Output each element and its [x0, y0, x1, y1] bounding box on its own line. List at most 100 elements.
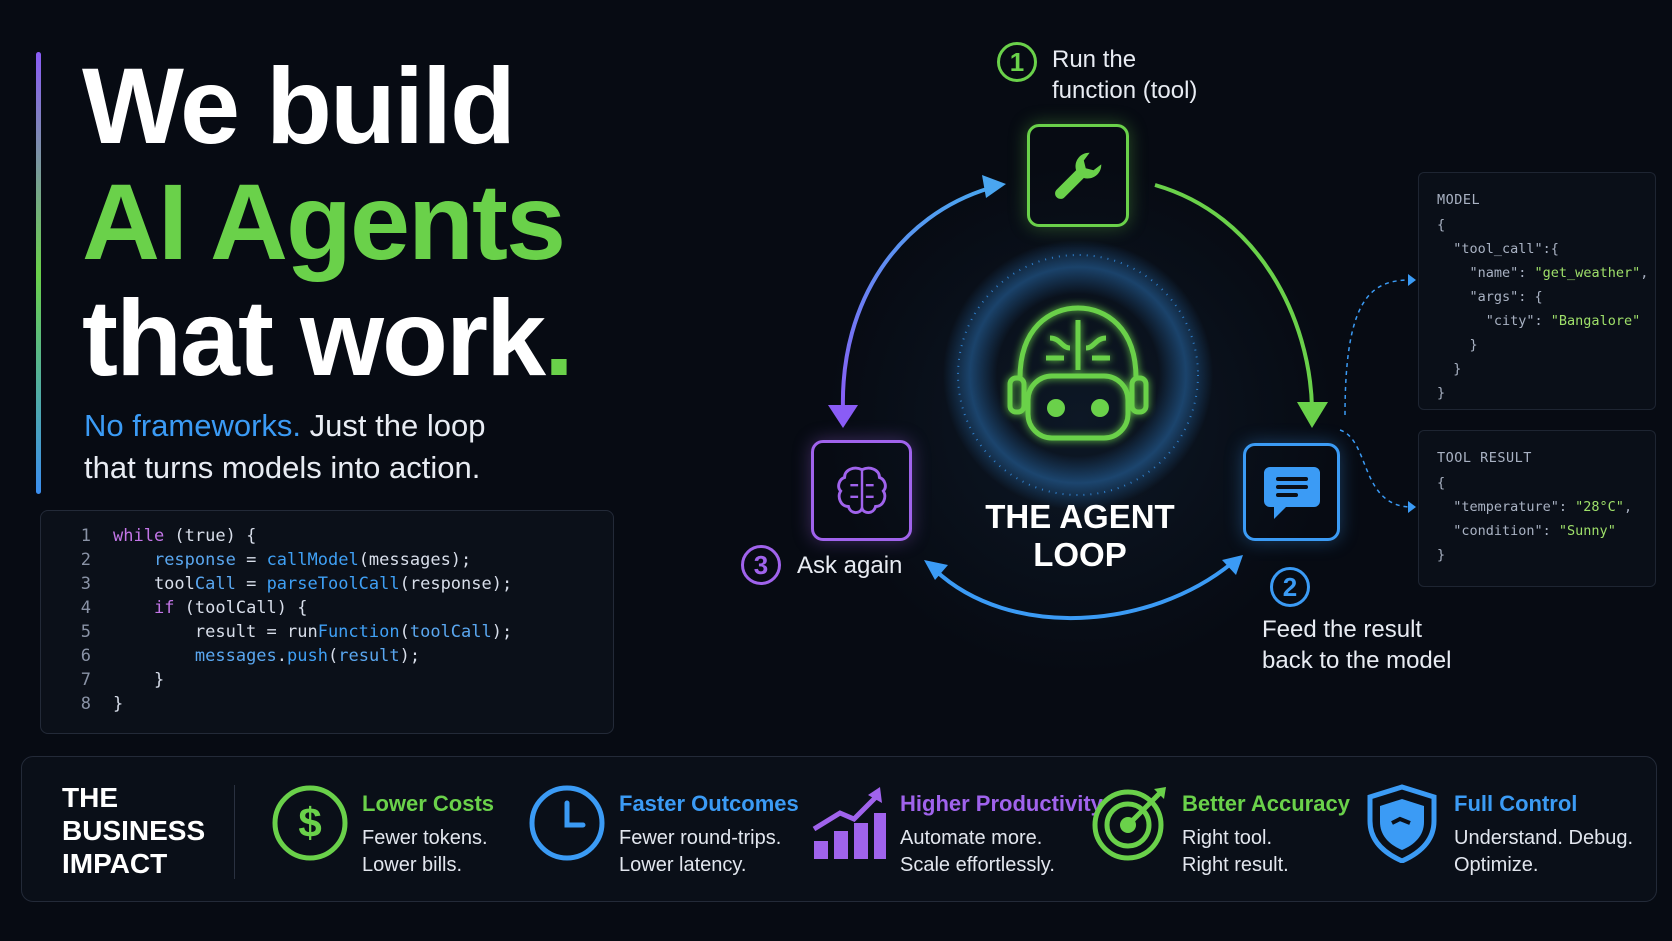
code-token: while — [113, 526, 165, 546]
json-token: } — [1437, 385, 1446, 401]
arrowhead-ask-side — [924, 560, 948, 580]
json-token: } — [1437, 547, 1446, 563]
code-line-number: 3 — [80, 574, 91, 594]
code-token: Call — [194, 574, 236, 594]
json-token: "condition": — [1437, 523, 1559, 539]
headline-line-2: AI Agents — [82, 161, 566, 282]
agent-robot — [1000, 298, 1156, 458]
shield-icon — [1362, 783, 1442, 864]
impact-title: Higher Productivity — [900, 791, 1103, 816]
code-token: (response); — [399, 574, 513, 594]
json-string: "28°C" — [1575, 499, 1624, 515]
impact-description-line-1: Fewer tokens. — [362, 827, 488, 849]
code-token: (true) { — [164, 526, 257, 546]
code-token: result — [338, 646, 400, 666]
code-token: push — [287, 646, 328, 666]
ask-box — [811, 440, 912, 541]
arrow-tool-to-feed — [1154, 183, 1314, 409]
code-line-text: toolCall = parseToolCall(response); — [113, 572, 512, 596]
code-token: (toolCall) { — [174, 598, 308, 618]
impact-description-line-1: Fewer round-trips. — [619, 827, 782, 849]
impact-description-line-1: Understand. Debug. — [1454, 827, 1634, 849]
impact-heading-line-3: IMPACT — [62, 848, 168, 879]
json-token: "name": — [1437, 265, 1535, 281]
code-token: Function — [317, 622, 400, 642]
json-line: } — [1437, 543, 1445, 567]
dollar-icon: $ — [270, 783, 350, 863]
accent-bar — [36, 52, 41, 494]
svg-text:$: $ — [298, 799, 321, 846]
json-line: "tool_call":{ — [1437, 237, 1559, 261]
connector-to-result — [1339, 429, 1411, 508]
json-token: , — [1640, 265, 1649, 281]
code-token: ( — [327, 646, 339, 666]
code-token: toolCall — [409, 622, 492, 642]
code-token: } — [113, 670, 165, 690]
step-2-line-1: Feed the result — [1262, 616, 1423, 643]
connector-to-model — [1344, 279, 1411, 416]
json-token: { — [1437, 217, 1446, 233]
code-line-number: 5 — [80, 622, 91, 642]
agent-dot-ring — [957, 254, 1199, 496]
json-token: "args": { — [1437, 289, 1543, 305]
code-token: = — [235, 574, 267, 594]
json-line: "name": "get_weather", — [1437, 261, 1649, 285]
connector-model-arrow — [1408, 274, 1416, 286]
headline-line-1: We build — [82, 45, 516, 166]
json-line: "city": "Bangalore" — [1437, 309, 1640, 333]
code-token: } — [113, 694, 124, 714]
chart-growth-icon — [808, 783, 888, 863]
json-token: { — [1437, 475, 1446, 491]
tool-result-json-panel: TOOL RESULT { "temperature": "28°C", "co… — [1418, 430, 1656, 587]
code-line-number: 6 — [80, 646, 91, 666]
message-icon — [1263, 467, 1320, 519]
code-line-text: messages.push(result); — [113, 644, 420, 668]
impact-title: Full Control — [1454, 791, 1578, 816]
result-panel-title: TOOL RESULT — [1437, 450, 1532, 466]
code-line-number: 2 — [80, 550, 91, 570]
code-token: ); — [491, 622, 513, 642]
code-line-number: 1 — [80, 526, 91, 546]
step-2-label: Feed the result back to the model — [1262, 614, 1451, 676]
clock-icon — [527, 783, 607, 863]
step-2-line-2: back to the model — [1262, 647, 1452, 674]
arrowhead-feed-side — [1222, 555, 1243, 575]
impact-description: Understand. Debug. Optimize. — [1454, 825, 1633, 879]
wrench-icon — [1055, 152, 1102, 199]
impact-description-line-2: Optimize. — [1454, 854, 1539, 876]
code-token: = — [235, 550, 267, 570]
arrowhead-ask — [828, 405, 858, 428]
impact-description-line-1: Automate more. — [900, 827, 1043, 849]
json-line: "condition": "Sunny" — [1437, 519, 1616, 543]
code-token: result = run — [113, 622, 318, 642]
json-token: } — [1437, 337, 1478, 353]
json-line: { — [1437, 471, 1445, 495]
step-1-badge: 1 — [997, 42, 1037, 82]
code-token: parseToolCall — [266, 574, 400, 594]
model-json-panel: MODEL { "tool_call":{ "name": "get_weath… — [1418, 172, 1656, 410]
code-token: ); — [399, 646, 421, 666]
step-2-badge: 2 — [1270, 567, 1310, 607]
code-line-text: if (toolCall) { — [113, 596, 308, 620]
step-1-line-1: Run the — [1052, 46, 1137, 73]
step-1-line-2: function (tool) — [1052, 77, 1198, 104]
impact-description: Fewer round-trips. Lower latency. — [619, 825, 781, 879]
code-token: . — [276, 646, 288, 666]
code-line-number: 8 — [80, 694, 91, 714]
step-3-badge: 3 — [741, 545, 781, 585]
code-line-text: } — [113, 692, 123, 716]
headline-dot: . — [544, 277, 574, 398]
step-1-label: Run the function (tool) — [1052, 44, 1197, 106]
json-token: "tool_call":{ — [1437, 241, 1559, 257]
impact-divider — [234, 785, 235, 879]
impact-description-line-2: Lower latency. — [619, 854, 747, 876]
impact-heading: THE BUSINESS IMPACT — [62, 781, 205, 880]
impact-title: Better Accuracy — [1182, 791, 1350, 816]
impact-description-line-2: Right result. — [1182, 854, 1289, 876]
headline: We build AI Agents that work. — [82, 45, 574, 398]
connector-result-arrow — [1408, 501, 1416, 513]
impact-description: Automate more.Scale effortlessly. — [900, 825, 1055, 879]
code-line-text: } — [113, 668, 164, 692]
json-string: "Bangalore" — [1550, 313, 1641, 329]
